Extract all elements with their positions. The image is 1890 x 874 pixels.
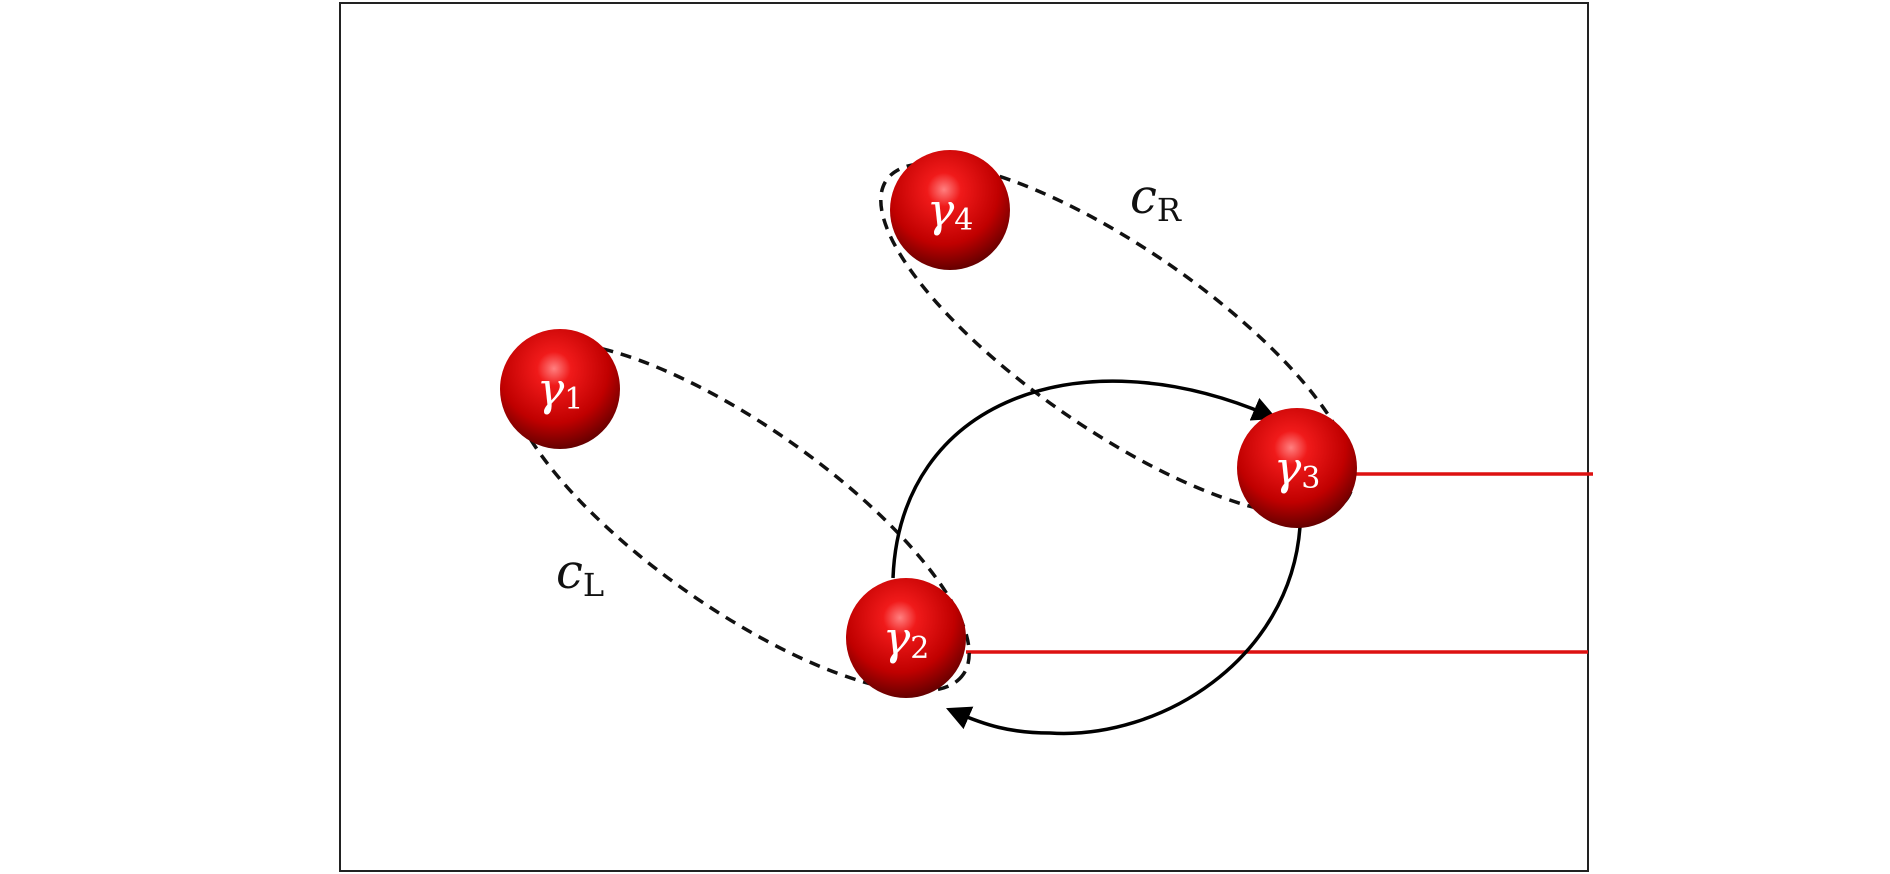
svg-text:γ3: γ3 xyxy=(1274,441,1321,496)
node-g3: γ3 xyxy=(1237,408,1357,528)
frame xyxy=(339,2,1589,872)
node-g1-symbol: γ xyxy=(537,362,565,416)
svg-text:γ1: γ1 xyxy=(537,362,584,417)
loop-cL-subscript: L xyxy=(583,566,604,604)
node-g3-subscript: 3 xyxy=(1301,461,1320,496)
node-g4-subscript: 4 xyxy=(954,203,973,238)
braiding-path-lower xyxy=(946,526,1302,736)
node-g2: γ2 xyxy=(846,578,966,698)
node-g1: γ1 xyxy=(500,329,620,449)
loop-cR-symbol: c xyxy=(1130,169,1157,225)
node-g3-ball xyxy=(1237,408,1357,528)
loop-cL-label: cL xyxy=(556,544,604,604)
loop-cR-subscript: R xyxy=(1157,191,1182,229)
braiding-path-upper xyxy=(891,379,1278,579)
node-g1-subscript: 1 xyxy=(564,382,583,417)
node-g1-ball xyxy=(500,329,620,449)
node-g4-ball xyxy=(890,150,1010,270)
node-g2-subscript: 2 xyxy=(910,631,929,666)
svg-text:γ2: γ2 xyxy=(883,611,930,666)
node-g2-symbol: γ xyxy=(883,611,911,665)
svg-text:γ4: γ4 xyxy=(927,183,974,238)
node-g3-symbol: γ xyxy=(1274,441,1302,495)
node-g4: γ4 xyxy=(890,150,1010,270)
node-g4-symbol: γ xyxy=(927,183,955,237)
loop-cR-label: cR xyxy=(1130,169,1182,229)
node-g2-ball xyxy=(846,578,966,698)
loop-cL-symbol: c xyxy=(556,544,583,600)
